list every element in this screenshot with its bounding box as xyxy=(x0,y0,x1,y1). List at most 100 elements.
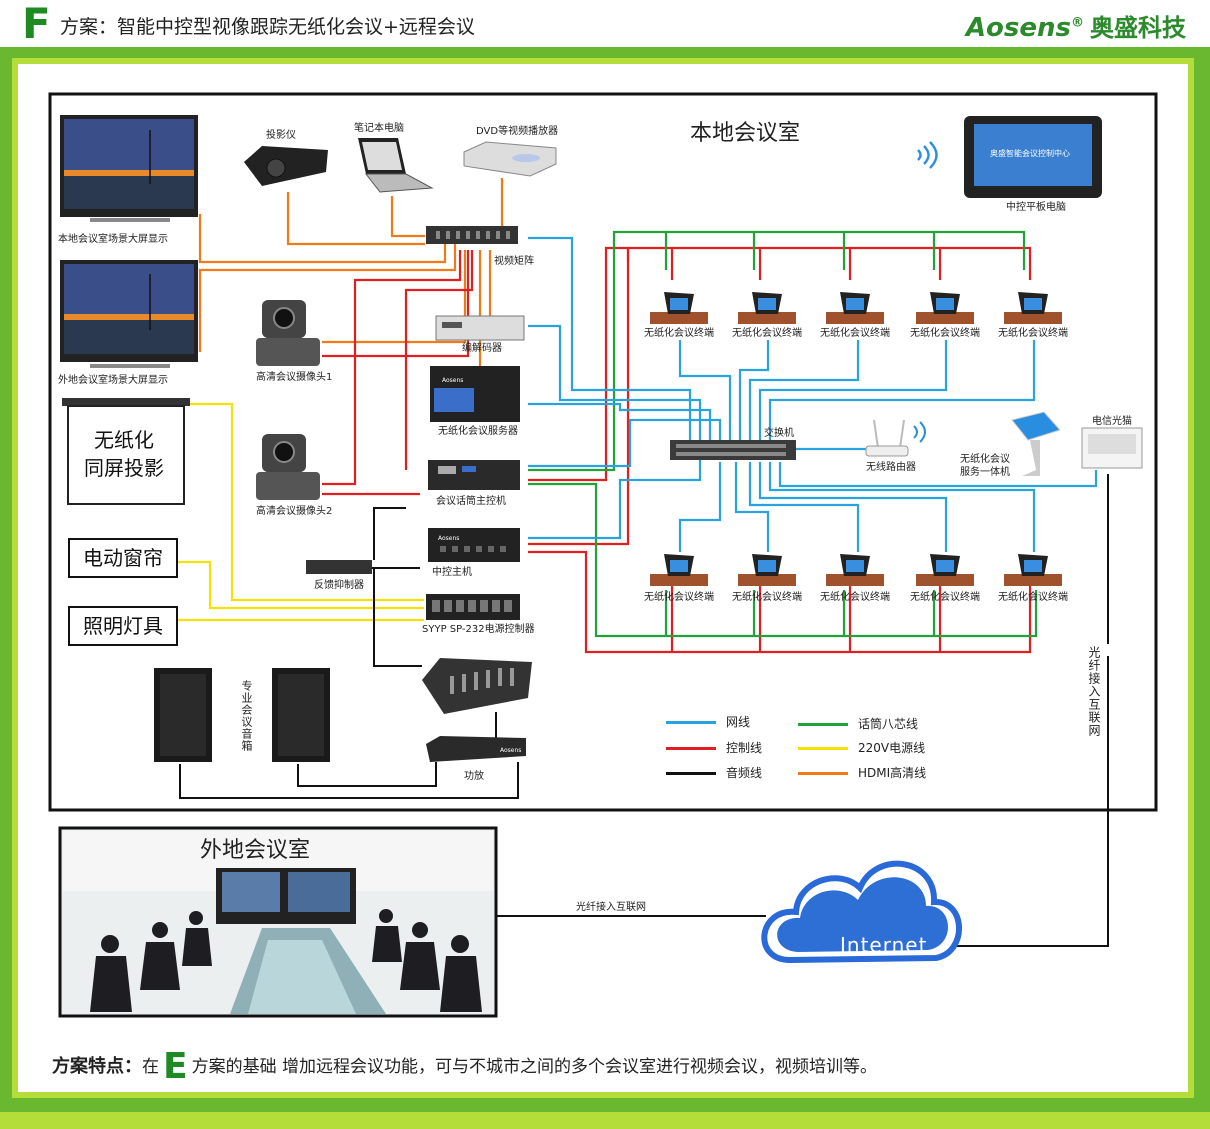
projection-box-line1: 无纸化 xyxy=(94,428,154,452)
scheme-title: 方案：智能中控型视像跟踪无纸化会议+远程会议 xyxy=(60,16,475,38)
camera-2-label: 高清会议摄像头2 xyxy=(256,504,332,517)
audio-mixer-device xyxy=(422,658,532,714)
codec-label: 编解码器 xyxy=(462,341,502,354)
tablet-screen-text: 奥盛智能会议控制中心 xyxy=(990,148,1070,158)
kiosk-label-1: 无纸化会议 xyxy=(960,452,1010,465)
dvd-label: DVD等视频播放器 xyxy=(476,124,558,137)
terminal-label: 无纸化会议终端 xyxy=(998,326,1068,339)
projector-device: 投影仪 xyxy=(244,128,328,186)
brand-registered-mark: ® xyxy=(1071,15,1084,31)
fiber-horizontal-label: 光纤接入互联网 xyxy=(576,900,646,913)
dvd-player-device: DVD等视频播放器 xyxy=(463,124,558,177)
lighting-box: 照明灯具 xyxy=(68,606,178,646)
tv-local-label: 本地会议室场景大屏显示 xyxy=(58,232,168,245)
terminal-label: 无纸化会议终端 xyxy=(820,590,890,603)
mic-host-label: 会议话筒主控机 xyxy=(436,494,506,507)
camera-1-label: 高清会议摄像头1 xyxy=(256,370,332,383)
legend-swatch xyxy=(666,721,716,724)
legend-item-network: 网线 xyxy=(666,713,750,730)
central-control-device: Aosens 中控主机 xyxy=(428,528,520,578)
camera-2-device: 高清会议摄像头2 xyxy=(256,434,332,517)
projection-box-line2: 同屏投影 xyxy=(84,456,164,480)
remote-room-photo xyxy=(58,826,498,1018)
tablet-label: 中控平板电脑 xyxy=(1006,200,1066,213)
network-cables xyxy=(528,236,1098,552)
amp-label: 功放 xyxy=(464,769,484,782)
local-room-title: 本地会议室 xyxy=(690,121,800,146)
hdmi-cables xyxy=(198,178,516,368)
legend-item-control: 控制线 xyxy=(666,739,762,756)
remote-room-title: 外地会议室 xyxy=(200,838,311,863)
terminal-label: 无纸化会议终端 xyxy=(732,326,802,339)
legend-swatch xyxy=(798,747,848,750)
terminal-label: 无纸化会议终端 xyxy=(732,590,802,603)
legend-item-mic: 话筒八芯线 xyxy=(798,715,918,732)
local-room-frame xyxy=(48,92,1158,812)
legend-label: 控制线 xyxy=(726,741,763,755)
brand-name: Aosens xyxy=(965,13,1071,43)
legend-item-power: 220V电源线 xyxy=(798,739,925,756)
features-label: 方案特点： xyxy=(52,1056,142,1077)
feedback-label: 反馈抑制器 xyxy=(314,578,364,591)
router-label: 无线路由器 xyxy=(866,460,916,473)
paperless-kiosk-device: 无纸化会议 服务一体机 xyxy=(960,411,1061,478)
legend-label: 网线 xyxy=(726,715,751,729)
legend-item-audio: 音频线 xyxy=(666,764,762,781)
control-tablet-device: 奥盛智能会议控制中心 中控平板电脑 xyxy=(917,116,1102,213)
terminal-label: 无纸化会议终端 xyxy=(910,590,980,603)
paperless-projection-box: 无纸化 同屏投影 xyxy=(68,414,180,496)
laptop-label: 笔记本电脑 xyxy=(354,121,404,134)
kiosk-label-2: 服务一体机 xyxy=(960,465,1010,478)
paperless-server-device: Aosens 无纸化会议服务器 xyxy=(430,366,520,437)
legend-swatch xyxy=(798,723,848,726)
features-body: 方案的基础 增加远程会议功能，可与不城市之间的多个会议室进行视频会议，视频培训等… xyxy=(191,1057,877,1077)
wireless-router-device: 无线路由器 xyxy=(865,419,926,473)
speaker-left xyxy=(154,668,212,762)
features-letter: E xyxy=(163,1046,188,1087)
power-cables xyxy=(178,402,424,622)
speaker-label: 专业会议音箱 xyxy=(240,680,253,752)
projection-screen xyxy=(62,398,190,505)
modem-label: 电信光猫 xyxy=(1092,414,1132,427)
tv-remote-label: 外地会议室场景大屏显示 xyxy=(58,373,168,386)
bottom-strip xyxy=(0,1112,1210,1129)
fiber-vertical-label: 光纤接入互联网 xyxy=(1087,646,1101,737)
brand-name-cn: 奥盛科技 xyxy=(1090,14,1186,42)
internet-label: Internet xyxy=(840,933,927,957)
fiber-modem-device: 电信光猫 xyxy=(1081,414,1143,469)
switch-label: 交换机 xyxy=(764,426,794,439)
internet-cloud: Internet xyxy=(761,860,962,964)
video-matrix-device: 视频矩阵 xyxy=(426,226,534,267)
central-brand: Aosens xyxy=(438,535,459,542)
amp-brand: Aosens xyxy=(500,747,521,754)
power-controller-label: SYYP SP-232电源控制器 xyxy=(422,622,535,635)
terminals-bottom-row: 无纸化会议终端 无纸化会议终端 无纸化会议终端 无纸化会议终端 无纸化会议终端 xyxy=(644,554,1068,603)
header-bar: F 方案：智能中控型视像跟踪无纸化会议+远程会议 Aosens® 奥盛科技 xyxy=(0,0,1210,48)
wifi-icon xyxy=(917,141,938,169)
mic-cables xyxy=(528,230,1038,638)
electric-curtain-box: 电动窗帘 xyxy=(68,538,178,578)
control-cables xyxy=(322,246,1032,654)
audio-cables xyxy=(179,474,1109,947)
legend-swatch xyxy=(798,772,848,775)
features-pre: 在 xyxy=(142,1057,159,1077)
scheme-letter: F xyxy=(22,0,51,48)
terminal-label: 无纸化会议终端 xyxy=(910,326,980,339)
legend-label: 220V电源线 xyxy=(858,741,926,755)
projector-label: 投影仪 xyxy=(266,128,296,141)
terminal-label: 无纸化会议终端 xyxy=(644,590,714,603)
tv-remote-display: 外地会议室场景大屏显示 xyxy=(58,260,198,386)
legend-swatch xyxy=(666,772,716,775)
legend-label: HDMI高清线 xyxy=(858,766,927,780)
video-matrix-label: 视频矩阵 xyxy=(494,254,534,267)
power-amplifier-device: Aosens 功放 xyxy=(426,736,526,782)
codec-device: 编解码器 xyxy=(435,315,525,354)
camera-1-device: 高清会议摄像头1 xyxy=(256,300,332,383)
terminal-label: 无纸化会议终端 xyxy=(644,326,714,339)
server-label: 无纸化会议服务器 xyxy=(438,424,518,437)
laptop-device: 笔记本电脑 xyxy=(354,121,434,193)
tv-local-display: 本地会议室场景大屏显示 xyxy=(58,115,198,245)
power-controller-device: SYYP SP-232电源控制器 xyxy=(422,594,535,635)
